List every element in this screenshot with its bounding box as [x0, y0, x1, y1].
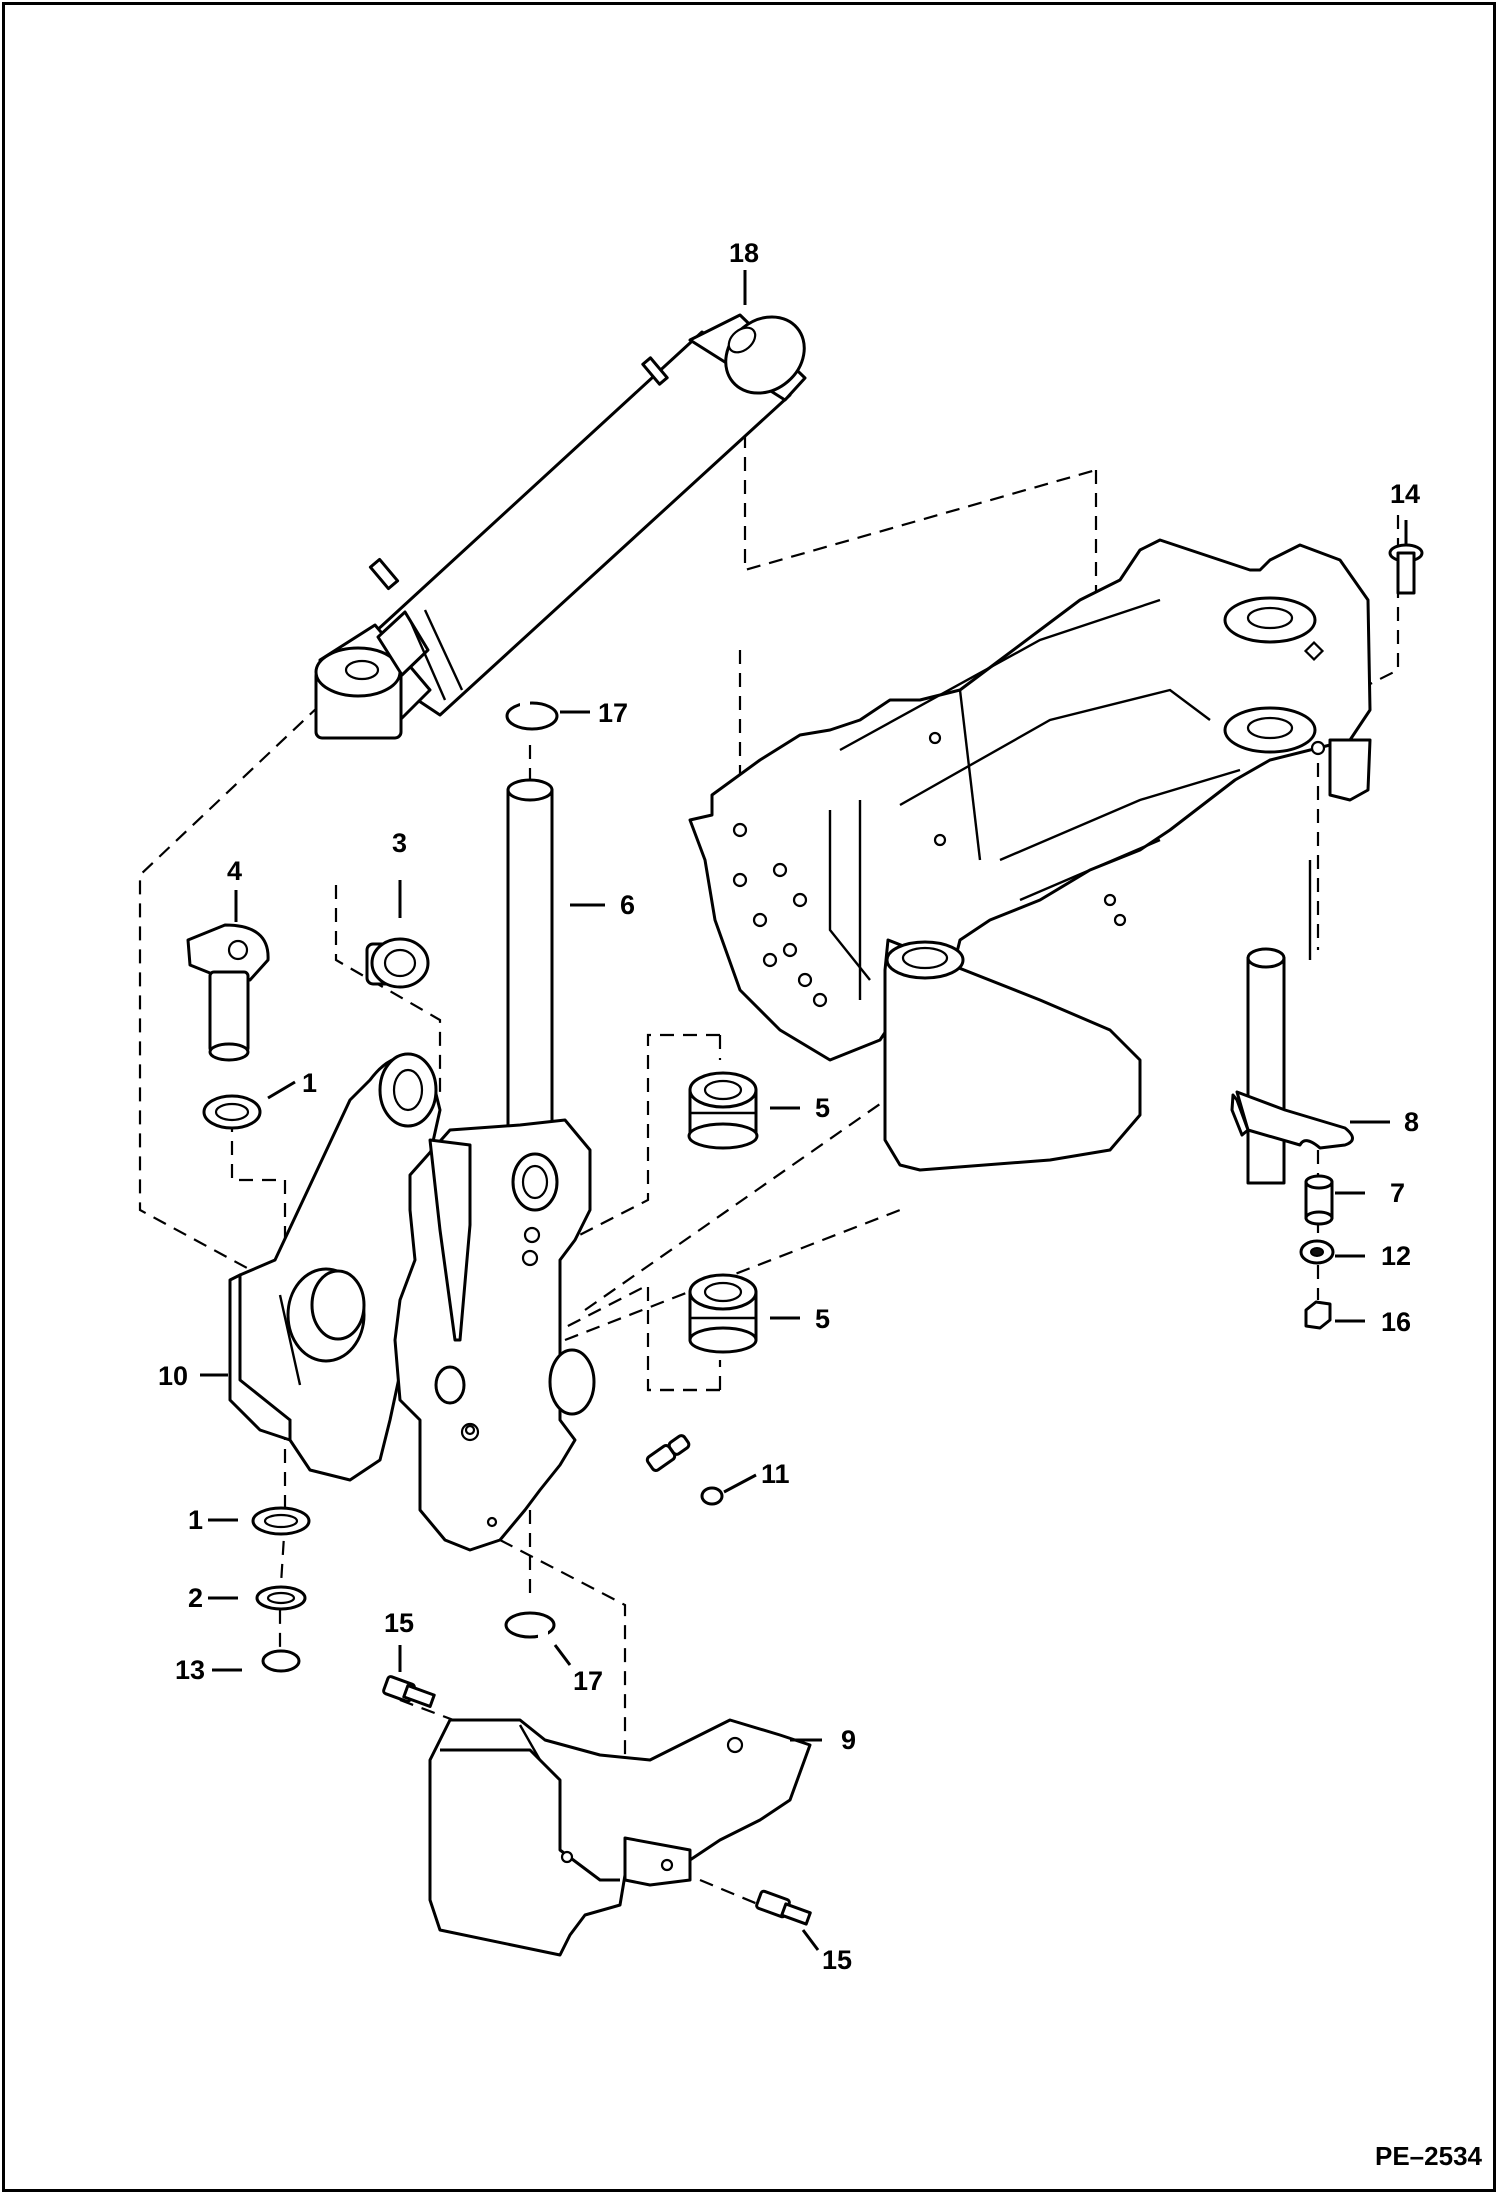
pin-with-plate	[1230, 947, 1354, 1185]
swing-casting	[228, 1052, 442, 1482]
spacer-7	[1304, 1174, 1334, 1226]
washer-upper	[202, 1094, 262, 1130]
callout-14: 14	[1390, 479, 1420, 509]
callout-5-lower: 5	[815, 1304, 830, 1334]
callout-15-upper: 15	[384, 1608, 414, 1638]
bolt-15-lower	[755, 1889, 812, 1926]
callout-16: 16	[1381, 1307, 1411, 1337]
washer-stack-lower	[251, 1506, 311, 1673]
nut-16	[1304, 1300, 1332, 1330]
upperstructure-frame	[688, 538, 1372, 1172]
pivot-bolt	[186, 923, 270, 1062]
callout-15-lower: 15	[822, 1945, 852, 1975]
callout-leaders	[200, 270, 1408, 1951]
bolt-14	[1388, 543, 1424, 595]
callout-13: 13	[175, 1655, 205, 1685]
callout-9: 9	[841, 1725, 856, 1755]
seal-lower	[688, 1273, 758, 1354]
washer-12	[1299, 1239, 1335, 1265]
callout-1-upper: 1	[302, 1068, 317, 1098]
swing-cover	[428, 1718, 812, 1957]
swing-casting-right-plate	[393, 1118, 596, 1552]
snap-ring-lower	[504, 1611, 556, 1640]
callout-3: 3	[392, 828, 407, 858]
callout-4: 4	[227, 856, 242, 886]
callout-12: 12	[1381, 1241, 1411, 1271]
callout-11: 11	[761, 1459, 790, 1489]
bushing	[365, 937, 430, 989]
seal-upper	[687, 1071, 759, 1150]
callout-1-lower: 1	[188, 1505, 203, 1535]
bolt-15-upper	[382, 1675, 436, 1708]
callout-17-lower: 17	[573, 1666, 603, 1696]
callout-8: 8	[1404, 1107, 1419, 1137]
diagram-reference-code: PE–2534	[1375, 2141, 1483, 2171]
hydraulic-cylinder	[314, 313, 807, 740]
callout-5-upper: 5	[815, 1093, 830, 1123]
callout-17-upper: 17	[598, 698, 628, 728]
callout-labels: 18 17 14 3 4 6 1 5 8 7 12 16 5 10 11 1 2…	[158, 238, 1420, 1975]
callout-2: 2	[188, 1583, 203, 1613]
callout-18: 18	[729, 238, 759, 268]
callout-10: 10	[158, 1361, 188, 1391]
grease-fitting	[645, 1434, 724, 1506]
callout-6: 6	[620, 890, 635, 920]
callout-7: 7	[1390, 1178, 1405, 1208]
snap-ring-upper	[505, 698, 559, 731]
